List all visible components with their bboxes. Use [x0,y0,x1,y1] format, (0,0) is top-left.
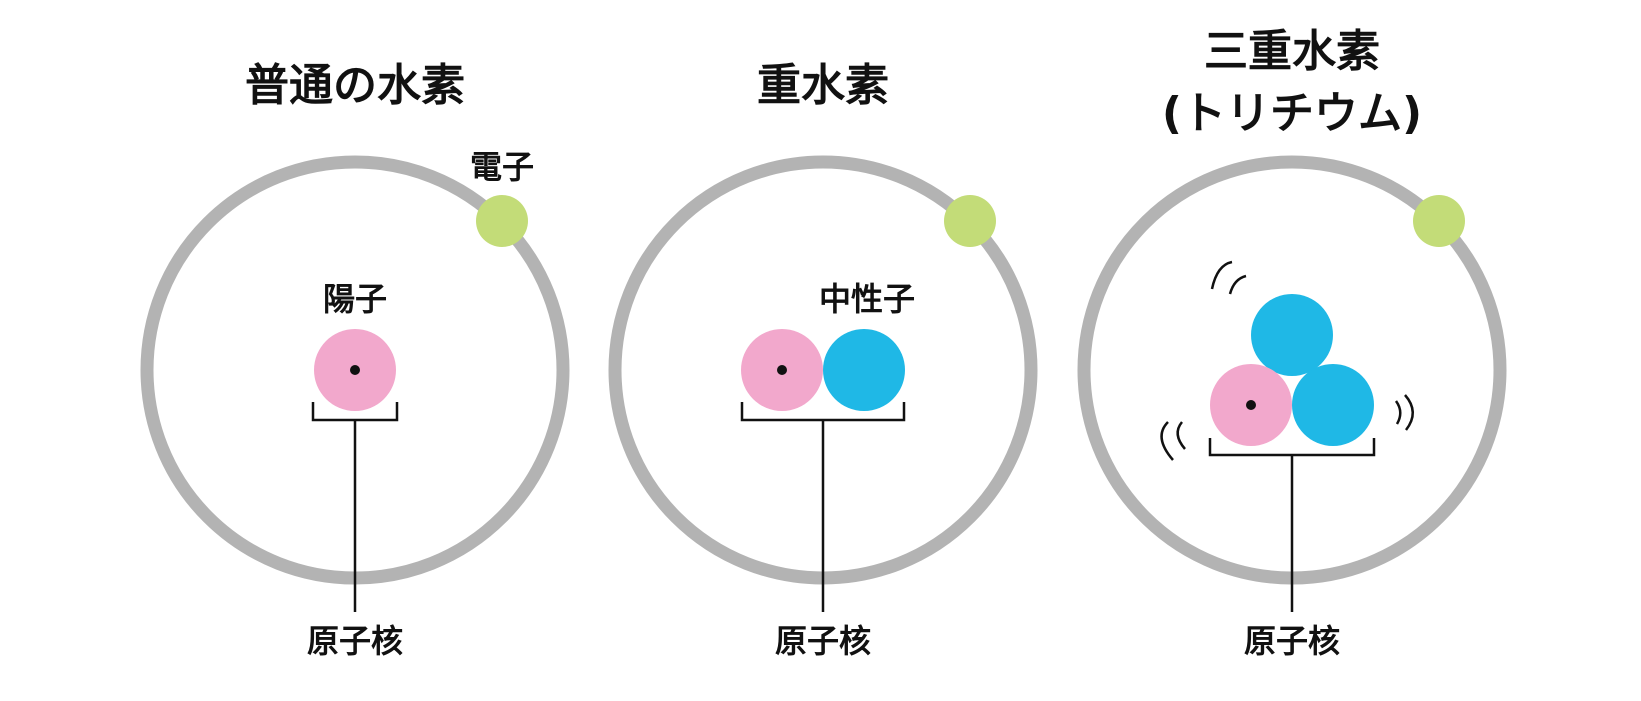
panel-tritium: 三重水素 (トリチウム) 原子核 [1077,26,1507,660]
panel-title: 普通の水素 [245,60,465,111]
panel-title-line-1: 三重水素 [1204,26,1380,77]
proton-label: 陽子 [323,280,387,318]
panel-title-line-2: (トリチウム) [1162,88,1422,139]
panel-title: 重水素 [757,60,889,111]
proton-center-dot [350,365,360,375]
neutron [1292,364,1374,446]
electron [944,195,996,247]
proton-center-dot [1246,400,1256,410]
vibration-marks-left [1160,421,1186,461]
nucleus-label: 原子核 [307,622,403,660]
neutron-label: 中性子 [819,280,915,318]
electron-label: 電子 [470,148,534,186]
nucleus-label: 原子核 [1244,622,1340,660]
vibration-marks-right [1394,394,1414,431]
neutron [823,329,905,411]
proton-center-dot [777,365,787,375]
electron [476,195,528,247]
panel-deuterium: 重水素 中性子 原子核 [608,60,1038,660]
electron [1413,195,1465,247]
vibration-marks-top-left [1210,260,1247,295]
nucleus-label: 原子核 [775,622,871,660]
neutron [1251,294,1333,376]
panel-ordinary-hydrogen: 普通の水素 電子 陽子 原子核 [140,60,570,660]
